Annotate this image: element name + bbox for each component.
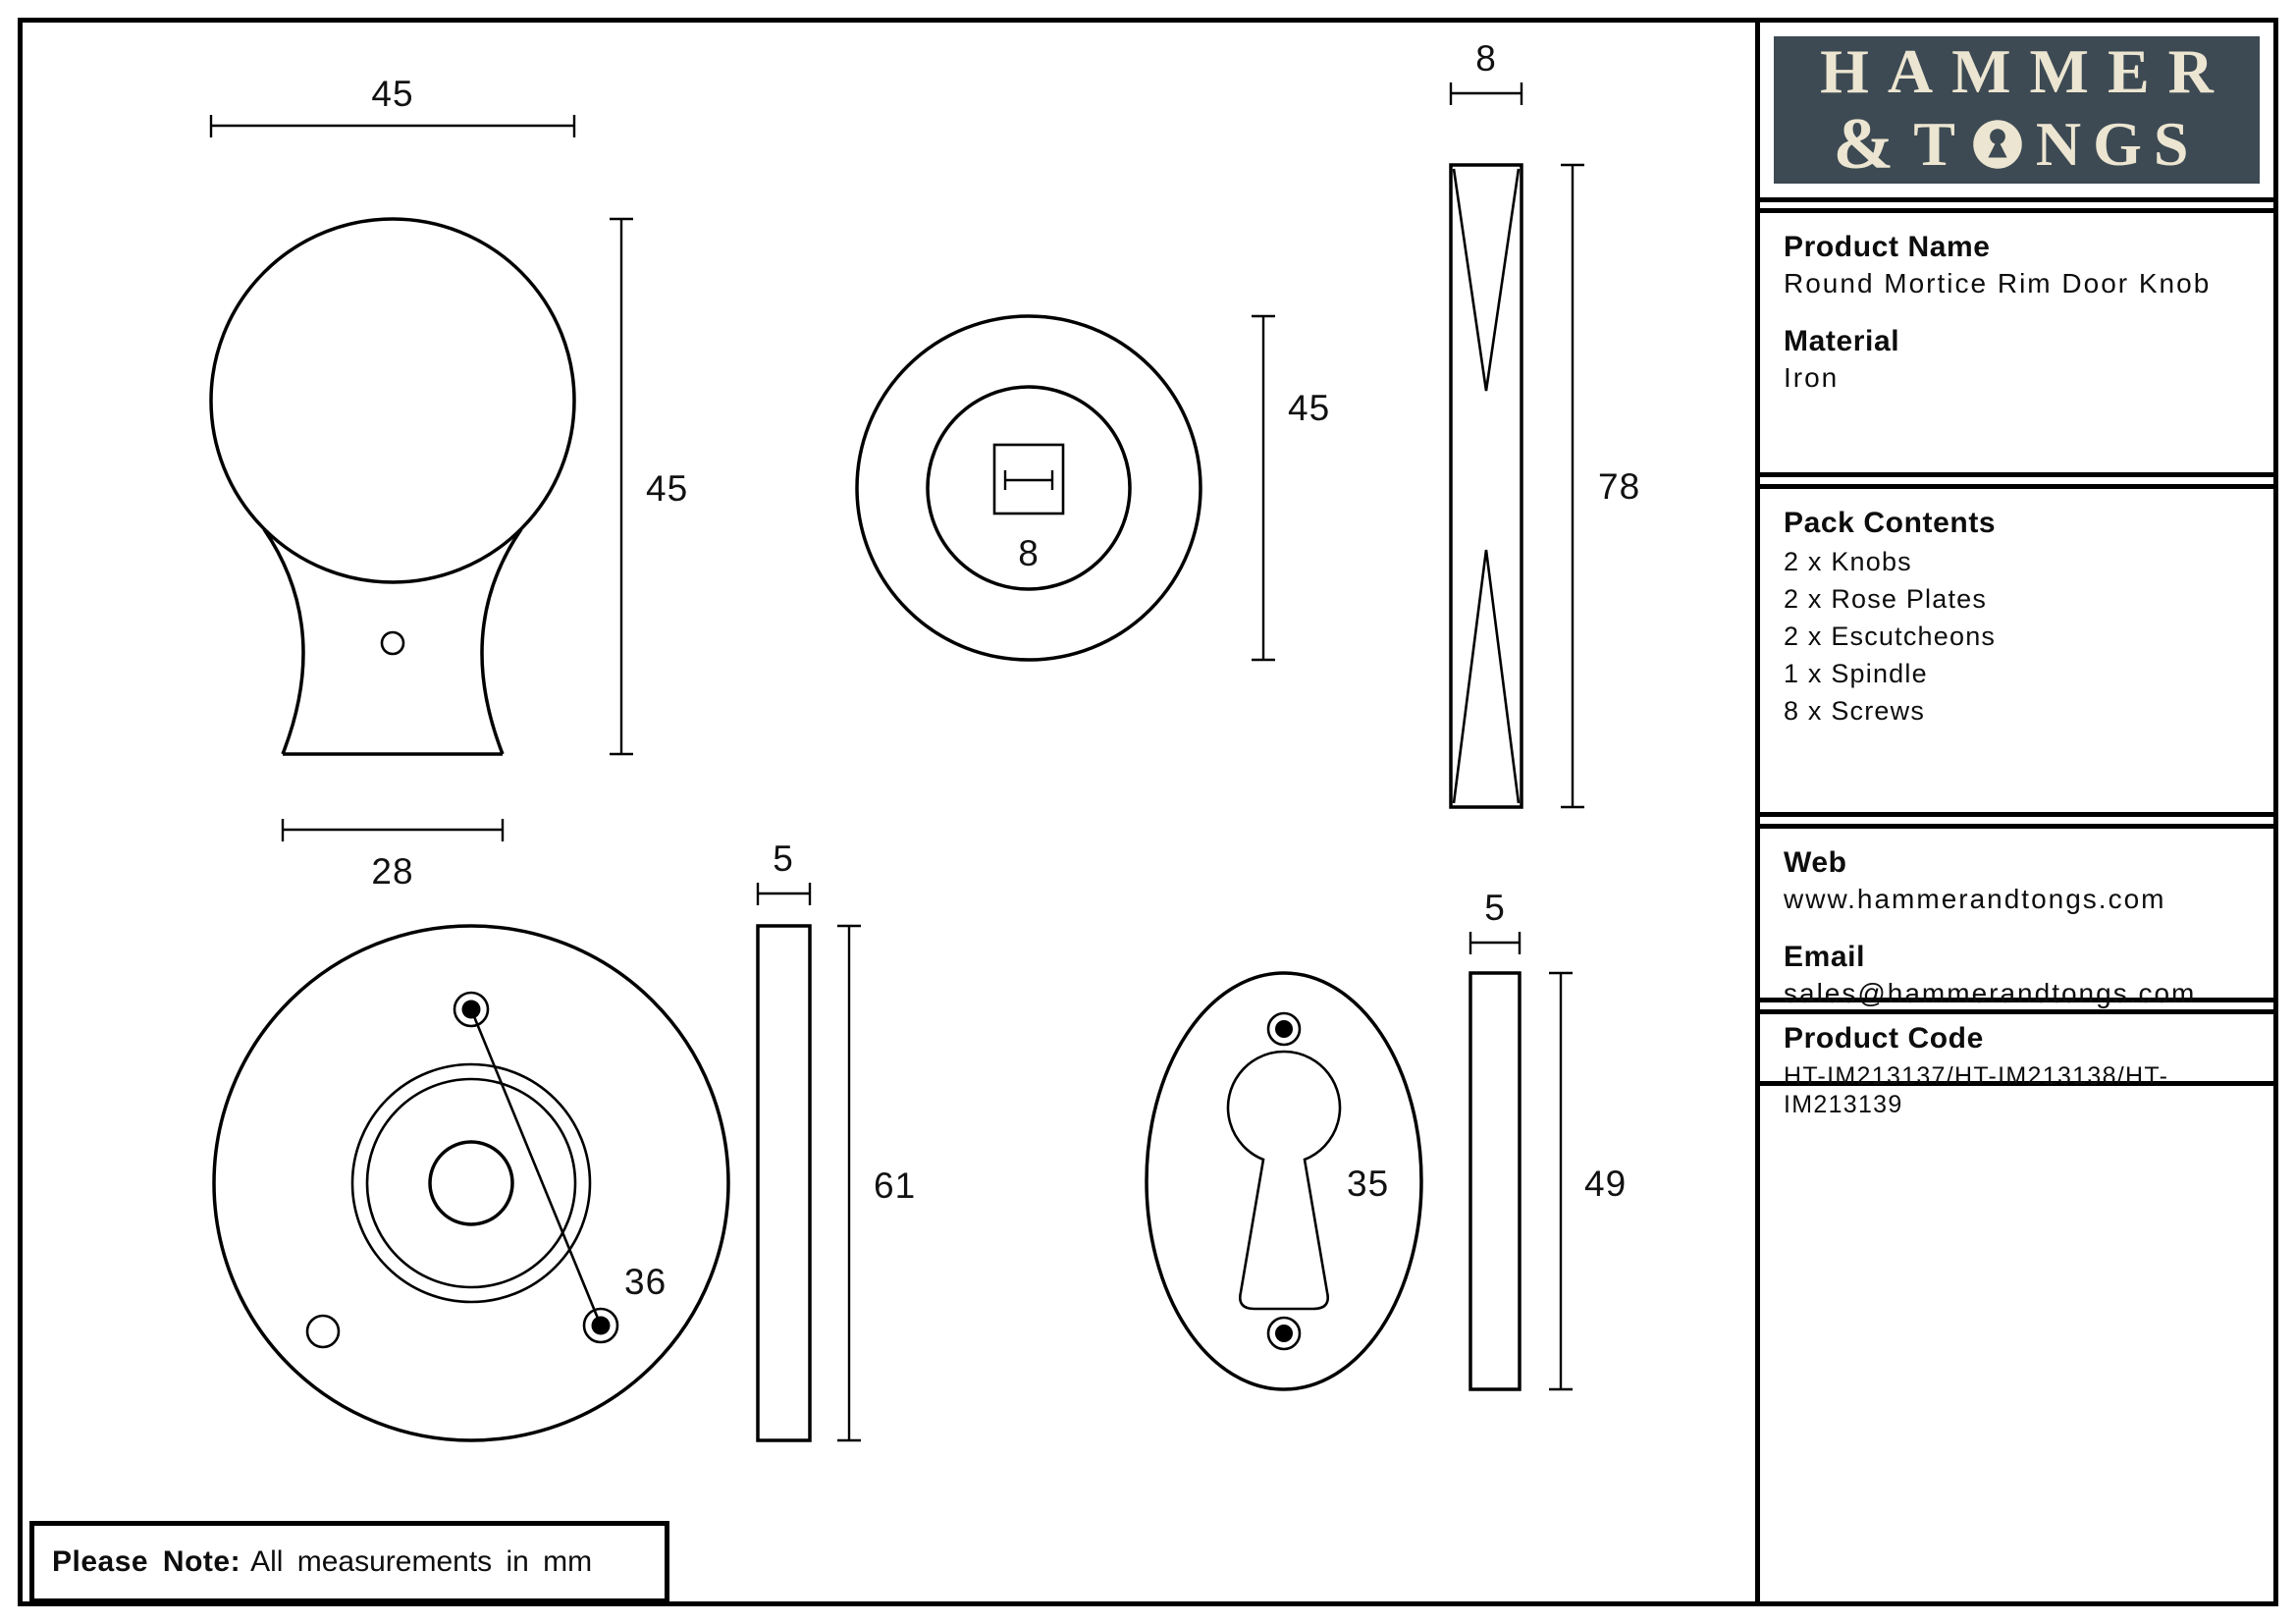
rose-thickness-label: 5 <box>773 839 794 879</box>
product-code-box: Product Code HT-IM213137/HT-IM213138/HT-… <box>1755 1009 2278 1118</box>
logo-word-tongs-post: NGS <box>2035 108 2201 179</box>
rose-diameter-dimension: 61 <box>837 924 916 1442</box>
product-name-value: Round Mortice Rim Door Knob <box>1784 268 2212 298</box>
knob-diameter-label: 45 <box>371 74 413 114</box>
logo-ampersand: & <box>1833 103 1906 185</box>
knob-side-view-drawing: 45 45 28 <box>209 74 688 892</box>
spindle-length-dimension: 78 <box>1561 163 1640 809</box>
note-text: All measurements in mm <box>250 1545 593 1578</box>
rose-plate-side-drawing: 5 61 <box>756 839 916 1442</box>
web-label: Web <box>1784 846 1847 879</box>
pack-contents-label: Pack Contents <box>1784 507 1997 539</box>
web-url[interactable]: www.hammerandtongs.com <box>1784 884 2166 914</box>
brand-logo: HAMMER & T NGS <box>1774 36 2260 184</box>
keyhole-icon <box>1973 119 2022 169</box>
spindle-drawing: 8 78 <box>1449 38 1640 809</box>
escutcheon-height-label: 49 <box>1584 1164 1627 1204</box>
rose-thickness-dimension: 5 <box>756 839 812 905</box>
knob-height-dimension: 45 <box>610 217 688 756</box>
pack-contents-box: Pack Contents 2 x Knobs 2 x Rose Plates … <box>1755 484 2278 817</box>
contact-box: Web www.hammerandtongs.com Email sales@h… <box>1755 824 2278 1008</box>
spindle-width-label: 8 <box>1475 38 1497 79</box>
email-address[interactable]: sales@hammerandtongs.com <box>1784 978 2197 1008</box>
rose-screw-spacing-label: 36 <box>624 1262 667 1302</box>
escutcheon-thickness-label: 5 <box>1484 888 1506 928</box>
spindle-hole-dimension: 8 <box>1003 470 1054 573</box>
escutcheon-width-label: 35 <box>1347 1164 1389 1204</box>
email-label: Email <box>1784 941 1866 973</box>
rose-plate-front-drawing: 36 <box>212 924 730 1442</box>
spindle-width-dimension: 8 <box>1449 38 1523 105</box>
product-info-box: Product Name Round Mortice Rim Door Knob… <box>1755 208 2278 477</box>
product-name-label: Product Name <box>1784 231 1991 263</box>
note-label: Please Note: <box>52 1545 241 1578</box>
logo-word-hammer: HAMMER <box>1820 35 2232 106</box>
product-code-value: HT-IM213137/HT-IM213138/HT-IM213139 <box>1784 1062 2169 1118</box>
spindle-hole-size-label: 8 <box>1018 533 1040 573</box>
knob-face-view-drawing: 8 45 <box>855 314 1330 662</box>
logo-box: HAMMER & T NGS <box>1755 18 2278 202</box>
logo-word-tongs-pre: T <box>1913 108 1967 179</box>
material-label: Material <box>1784 325 1900 357</box>
face-diameter-dimension: 45 <box>1252 314 1330 662</box>
escutcheon-thickness-dimension: 5 <box>1468 888 1522 954</box>
knob-height-label: 45 <box>646 468 688 509</box>
pack-contents-item: 1 x Spindle <box>1784 659 1928 688</box>
knob-diameter-dimension: 45 <box>209 74 576 137</box>
material-value: Iron <box>1784 362 1840 393</box>
pack-contents-item: 2 x Rose Plates <box>1784 584 1988 614</box>
pack-contents-item: 8 x Screws <box>1784 696 1926 726</box>
product-code-label: Product Code <box>1784 1022 1984 1055</box>
pack-contents-item: 2 x Escutcheons <box>1784 622 1997 651</box>
measurement-note-box: Please Note: All measurements in mm <box>29 1521 669 1603</box>
knob-base-dimension: 28 <box>281 819 505 892</box>
escutcheon-side-drawing: 5 49 <box>1468 888 1627 1391</box>
escutcheon-front-drawing: 35 <box>1145 971 1423 1391</box>
rose-diameter-label: 61 <box>874 1165 916 1206</box>
logo-word-tongs: & T NGS <box>1834 108 2201 181</box>
pack-contents-item: 2 x Knobs <box>1784 547 1912 576</box>
spindle-length-label: 78 <box>1598 466 1640 507</box>
knob-base-width-label: 28 <box>371 851 413 892</box>
escutcheon-height-dimension: 49 <box>1549 971 1627 1391</box>
face-diameter-label: 45 <box>1288 388 1330 428</box>
